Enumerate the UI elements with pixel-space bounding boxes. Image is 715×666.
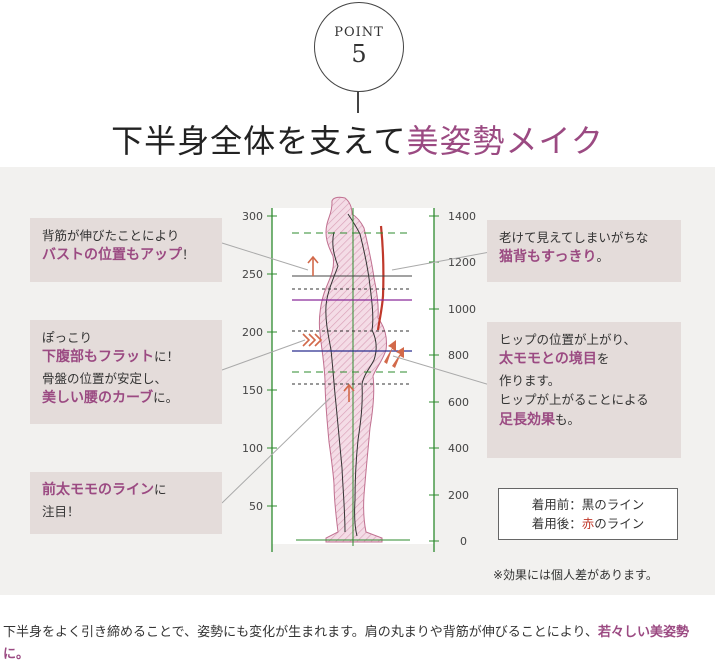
abdomen-chevrons [302, 333, 323, 347]
body-outline-before-front [325, 231, 346, 533]
left-tick-label: 200 [242, 326, 263, 339]
callout-back-emphasis: 猫背もすっきり [499, 249, 597, 266]
legend-after-prefix: 着用後： [531, 516, 582, 531]
line-legend: 着用前：黒のライン 着用後：赤のライン [498, 488, 678, 540]
bust-up-arrow [307, 255, 319, 276]
disclaimer-note: ※効果には個人差があります。 [493, 568, 658, 582]
callout-abdomen: ぽっこり 下腹部もフラットに！ 骨盤の位置が安定し、 美しい腰のカーブに。 [30, 320, 222, 424]
callout-abdomen-tail-2: に。 [153, 390, 179, 406]
right-tick-label: 1200 [448, 256, 476, 269]
left-tick-label: 300 [242, 210, 263, 223]
callout-abdomen-tail-1: に！ [154, 349, 180, 365]
callout-abdomen-emphasis-1: 下腹部もフラット [42, 349, 154, 366]
title-accent: 美姿勢メイク [406, 122, 604, 160]
callout-thigh-front: 前太モモのラインに 注目！ [30, 472, 222, 534]
back-line-after [376, 225, 385, 331]
callout-hip-tail-2: も。 [555, 411, 581, 427]
callout-bust: 背筋が伸びたことにより バストの位置もアップ！ [30, 218, 222, 282]
callout-thigh-emphasis: 前太モモのライン [42, 482, 154, 498]
callout-thigh-tail: に [154, 482, 167, 497]
left-tick-label: 150 [242, 384, 263, 397]
callout-bust-tail: ！ [182, 247, 195, 263]
footer-body: 下半身をよく引き締めることで、姿勢にも変化が生まれます。肩の丸まりや背筋が伸びる… [3, 625, 599, 640]
footer-accent: 若々しい美姿勢に。 [3, 625, 690, 662]
right-tick-label: 600 [448, 396, 469, 409]
right-tick-label: 0 [460, 535, 467, 548]
callout-abdomen-line3: 骨盤の位置が安定し、 [42, 371, 168, 387]
footer-text: 下半身をよく引き締めることで、姿勢にも変化が生まれます。肩の丸まりや背筋が伸びる… [3, 622, 715, 666]
point-badge: POINT 5 [314, 2, 404, 92]
body-outline-before [347, 213, 377, 537]
callout-hip-tail-1: を [596, 351, 610, 367]
callout-abdomen-line1: ぽっこり [42, 330, 93, 345]
callout-hip: ヒップの位置が上がり、 太モモとの境目を 作ります。 ヒップが上がることによる … [487, 322, 681, 458]
legend-after-suffix: のライン [594, 516, 645, 531]
thigh-up-arrow [343, 383, 355, 402]
callout-bust-line1: 背筋が伸びたことにより [42, 228, 180, 243]
callout-back-tail: 。 [596, 249, 609, 265]
right-tick-label: 200 [448, 489, 469, 502]
page-title: 下半身全体を支えて美姿勢メイク [0, 116, 715, 162]
callout-thigh-line2: 注目！ [42, 503, 80, 519]
legend-before: 着用前：黒のライン [531, 497, 645, 512]
right-tick-label: 400 [448, 442, 469, 455]
reference-lines [292, 232, 412, 541]
callout-back: 老けて見えてしまいがちな 猫背もすっきり。 [487, 220, 681, 282]
callout-hip-line4: ヒップが上がることによる [499, 392, 649, 408]
left-scale [267, 208, 277, 552]
right-tick-label: 1000 [448, 303, 476, 316]
callout-connectors [221, 242, 491, 504]
point-label: POINT [334, 25, 384, 40]
callout-bust-emphasis: バストの位置もアップ [42, 247, 182, 264]
callout-hip-line1: ヒップの位置が上がり、 [499, 332, 637, 347]
point-number: 5 [351, 40, 367, 68]
legend-after-red: 赤 [581, 516, 595, 531]
callout-hip-emphasis-1: 太モモとの境目 [499, 351, 597, 368]
right-tick-label: 1400 [448, 210, 476, 223]
badge-connector [357, 91, 359, 113]
callout-hip-line3: 作ります。 [499, 373, 561, 389]
left-tick-label: 100 [242, 442, 263, 455]
right-tick-label: 800 [448, 349, 469, 362]
left-tick-label: 250 [242, 268, 263, 281]
left-tick-label: 50 [249, 500, 263, 513]
callout-back-line1: 老けて見えてしまいがちな [499, 230, 649, 245]
callout-hip-emphasis-2: 足長効果 [499, 411, 555, 428]
callout-abdomen-emphasis-2: 美しい腰のカーブ [42, 390, 154, 407]
title-main: 下半身全体を支えて [111, 122, 407, 160]
